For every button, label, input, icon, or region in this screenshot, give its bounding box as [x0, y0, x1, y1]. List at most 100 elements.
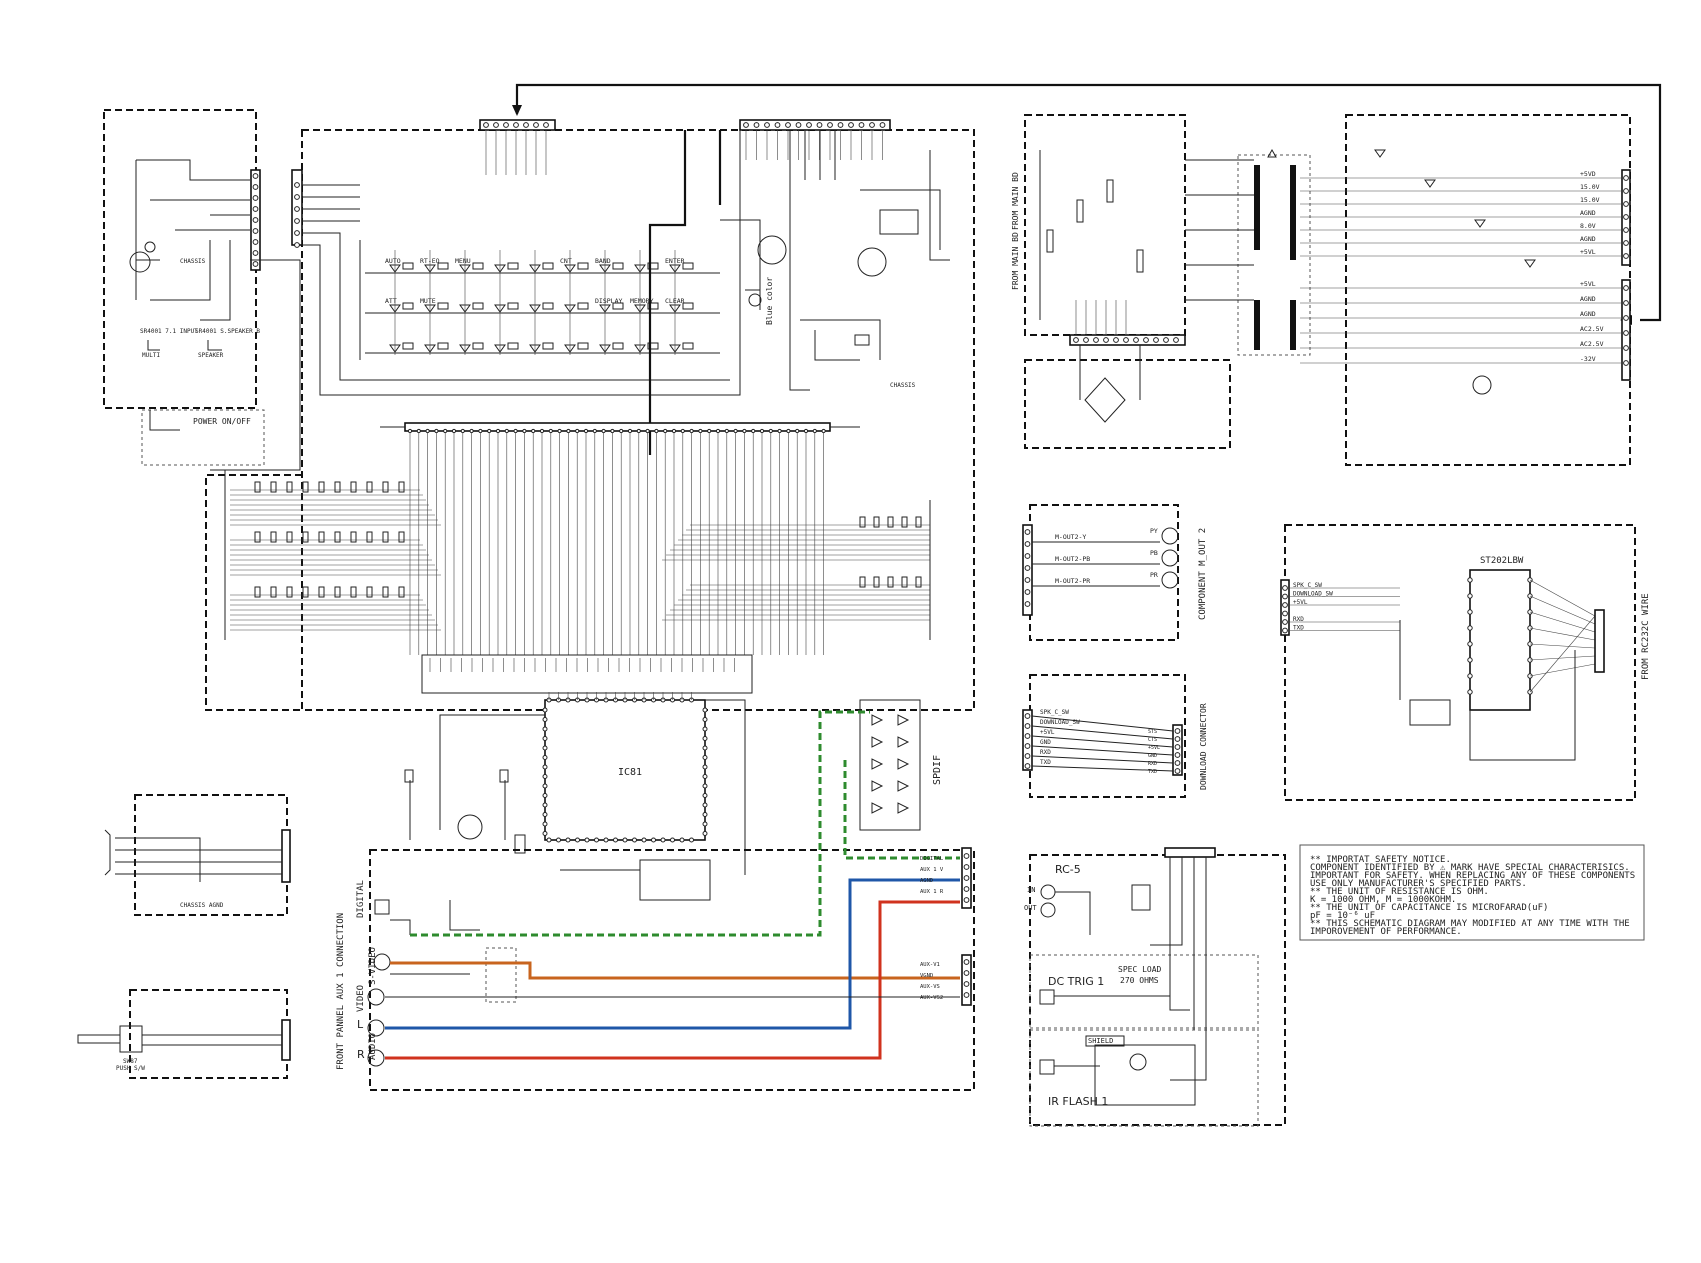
download-signal-label: DOWNLOAD_SW: [1040, 719, 1080, 726]
key-switch: [612, 262, 624, 270]
buffer-gate: [897, 802, 910, 814]
st202lbw-chip: [1469, 569, 1531, 711]
s-video-label: S-VIDEO: [368, 947, 378, 985]
ir-flash-label: IR FLASH 1: [1048, 1095, 1108, 1108]
resistor: [382, 481, 389, 493]
st-wire: [1529, 615, 1596, 693]
resistor: [334, 586, 341, 598]
ic-pin: [702, 717, 708, 722]
resistor: [350, 481, 357, 493]
st-wire: [1529, 643, 1596, 649]
notice-line: ** THIS SCHEMATIC DIAGRAM MAY MODIFIED A…: [1310, 919, 1630, 929]
key-label-row2: MUTE: [420, 297, 436, 305]
connector-pin: [785, 122, 791, 128]
key-label-row2: CLEAR: [665, 297, 685, 305]
resistor: [270, 481, 277, 493]
rail-pin: [1623, 175, 1629, 181]
key-switch: [542, 262, 554, 270]
connector-pin: [1174, 728, 1181, 734]
buffer-gate: [897, 780, 910, 792]
rail-label: AGND: [1580, 310, 1596, 318]
dc-trig-label: DC TRIG 1: [1048, 975, 1104, 988]
connector-pin: [1024, 601, 1031, 607]
connector-pin: [1174, 768, 1181, 774]
rail-pin: [1623, 330, 1629, 336]
key-switch: [682, 262, 694, 270]
connector-pin: [523, 122, 529, 128]
connector-pin: [1153, 337, 1159, 343]
connector-pin: [1123, 337, 1129, 343]
connector-pin: [252, 195, 259, 201]
connector-pin: [1024, 565, 1031, 571]
ic-pin: [575, 837, 580, 843]
rca-jack: [1161, 571, 1179, 589]
resistor: [350, 531, 357, 543]
resistor: [915, 576, 922, 588]
rail-label: +5VD: [1580, 170, 1596, 178]
notice-line: USE ONLY MANUFACTURER'S SPECIFIED PARTS.: [1310, 879, 1527, 889]
connector-pin: [963, 981, 970, 987]
spdif-label: SPDIF: [932, 755, 943, 785]
connector-pin: [806, 122, 812, 128]
connector-pin: [963, 897, 970, 903]
connector-pin: [837, 122, 844, 128]
rail-label: 15.0V: [1580, 196, 1600, 204]
connector-pin: [879, 122, 886, 128]
download-pin-label: TXD: [1148, 769, 1157, 775]
ic-pin: [632, 837, 637, 843]
connector-pin: [503, 122, 509, 128]
download-signal-label: TXD: [1040, 759, 1051, 766]
rc5-label: RC-5: [1055, 863, 1081, 876]
key-label-row1: MENU: [455, 257, 471, 265]
key-switch: [437, 262, 449, 270]
resistor: [382, 531, 389, 543]
st202lbw-label: ST202LBW: [1480, 556, 1524, 566]
key-label-row1: CNT: [560, 257, 572, 265]
resistor: [901, 576, 908, 588]
aux-signal-label: AUX 1 V: [920, 867, 944, 873]
connector-pin: [764, 122, 770, 128]
ic-pin: [542, 783, 548, 789]
st-wire: [1529, 579, 1596, 617]
connector-pin: [252, 184, 259, 190]
connector-pin: [294, 182, 300, 188]
download-signal-label: GND: [1040, 739, 1051, 746]
ic-pin: [542, 726, 548, 732]
rail-label: -32V: [1580, 355, 1596, 363]
connector-pin: [294, 194, 300, 200]
resistor: [254, 586, 261, 598]
connector-pin: [294, 242, 300, 248]
key-label-row2: DISPLAY: [595, 297, 622, 305]
resistor: [286, 481, 293, 493]
ic-pin: [565, 837, 571, 843]
rail-pin: [1623, 300, 1629, 306]
component-signal-label: M-OUT2-PR: [1055, 577, 1090, 585]
resistor: [254, 481, 261, 493]
component-signal-label: M-OUT2-PB: [1055, 555, 1090, 563]
aux-signal-label: AUX-V1: [920, 962, 940, 968]
spec-load-ohms-label: 270 OHMS: [1120, 976, 1159, 985]
connector-pin: [1282, 627, 1288, 634]
r-label: R: [357, 1048, 365, 1061]
key-switch: [507, 302, 519, 310]
connector-pin: [963, 853, 970, 859]
key-switch: [472, 302, 484, 310]
connector-pin: [1024, 743, 1031, 749]
key-switch: [577, 302, 589, 310]
connector-pin: [963, 886, 970, 892]
rail-pin: [1623, 214, 1629, 220]
connector-pin: [816, 122, 823, 128]
rail-pin: [1623, 201, 1629, 207]
ic-pin: [702, 726, 708, 732]
ic-pin: [702, 783, 708, 789]
chassis-label-2: CHASSIS: [890, 382, 916, 389]
rs232-signal-label: TXD: [1293, 625, 1304, 632]
ic-pin: [702, 745, 708, 751]
ic-pin: [622, 837, 628, 843]
connector-pin: [1163, 337, 1169, 343]
shield-label: SHIELD: [1088, 1037, 1113, 1045]
ic-pin: [702, 736, 708, 741]
resistor: [334, 481, 341, 493]
connector-pin: [1024, 723, 1031, 729]
ic-pin: [542, 802, 548, 808]
